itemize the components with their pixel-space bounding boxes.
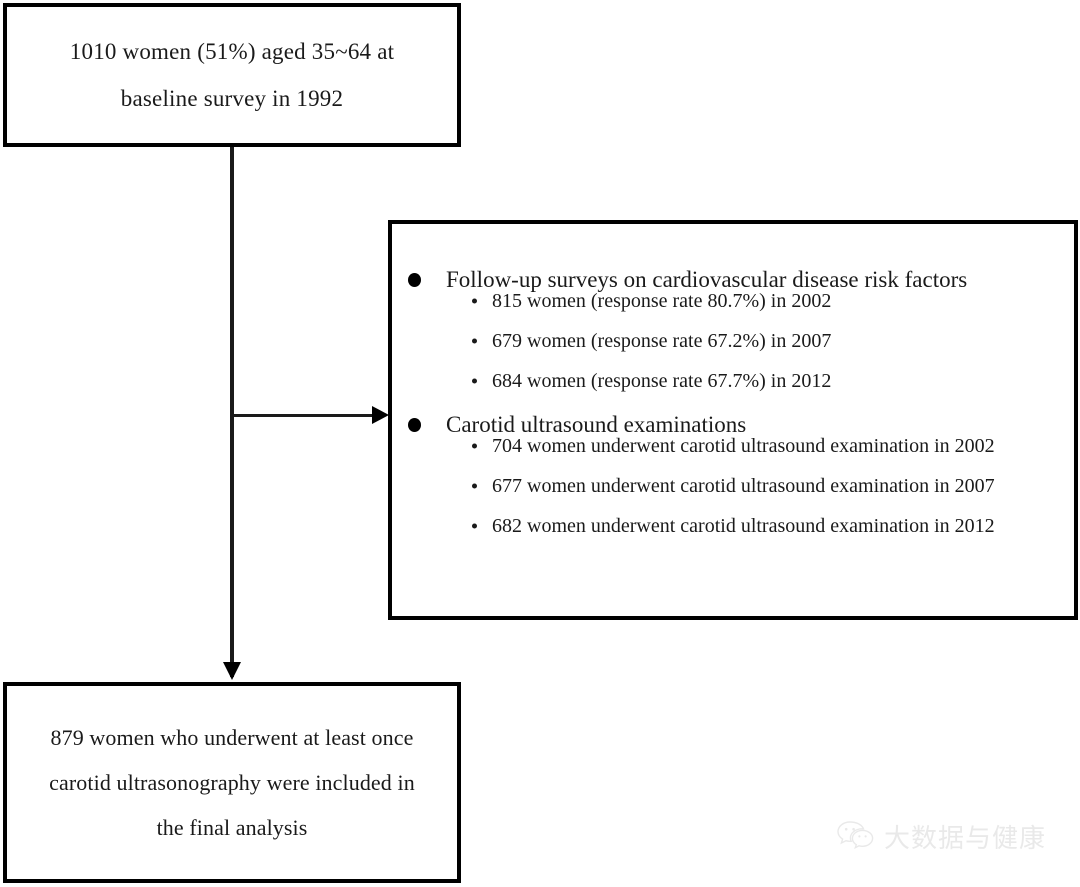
list-item: 815 women (response rate 80.7%) in 2002 <box>392 291 1074 311</box>
list-item: 684 women (response rate 67.7%) in 2012 <box>392 371 1074 391</box>
list-item-label: 684 women (response rate 67.7%) in 2012 <box>492 370 832 392</box>
list-item: 677 women underwent carotid ultrasound e… <box>392 476 1074 496</box>
final-line-1: 879 women who underwent at least once <box>50 724 414 750</box>
final-analysis-box: 879 women who underwent at least once ca… <box>3 682 461 883</box>
baseline-cohort-box: 1010 women (51%) aged 35~64 at baseline … <box>3 3 461 147</box>
watermark: 大数据与健康 <box>836 818 1046 855</box>
sub-bullet-icon <box>472 338 477 344</box>
final-line-3: the final analysis <box>156 814 308 840</box>
list-item-label: 677 women underwent carotid ultrasound e… <box>492 475 995 497</box>
list-item-label: 679 women (response rate 67.2%) in 2007 <box>492 330 832 352</box>
list-item-label: 704 women underwent carotid ultrasound e… <box>492 435 995 457</box>
list-item: 679 women (response rate 67.2%) in 2007 <box>392 331 1074 351</box>
arrow-right-icon <box>372 406 389 424</box>
vertical-connector-line <box>230 147 234 677</box>
sub-bullet-icon <box>472 523 477 529</box>
final-line-2: carotid ultrasonography were included in <box>49 769 415 795</box>
bullet-icon <box>408 417 421 432</box>
wechat-icon <box>836 819 876 854</box>
group-heading-label: Follow-up surveys on cardiovascular dise… <box>446 267 968 292</box>
followup-group-surveys: Follow-up surveys on cardiovascular dise… <box>392 268 1074 391</box>
watermark-text: 大数据与健康 <box>884 824 1047 854</box>
baseline-line-2: baseline survey in 1992 <box>120 86 344 111</box>
list-item: 682 women underwent carotid ultrasound e… <box>392 516 1074 536</box>
list-item-label: 815 women (response rate 80.7%) in 2002 <box>492 290 832 312</box>
sub-bullet-icon <box>472 483 477 489</box>
sub-bullet-icon <box>472 298 477 304</box>
group-heading: Follow-up surveys on cardiovascular dise… <box>392 268 1074 291</box>
arrow-down-icon <box>223 662 241 680</box>
followup-surveys-box: Follow-up surveys on cardiovascular dise… <box>388 220 1078 620</box>
bullet-icon <box>408 272 421 287</box>
horizontal-connector-line <box>232 414 382 417</box>
sub-bullet-icon <box>472 443 477 449</box>
list-item: 704 women underwent carotid ultrasound e… <box>392 436 1074 456</box>
followup-group-ultrasound: Carotid ultrasound examinations 704 wome… <box>392 413 1074 536</box>
group-heading: Carotid ultrasound examinations <box>392 413 1074 436</box>
list-item-label: 682 women underwent carotid ultrasound e… <box>492 515 995 537</box>
group-heading-label: Carotid ultrasound examinations <box>446 412 747 437</box>
baseline-line-1: 1010 women (51%) aged 35~64 at <box>69 39 395 64</box>
sub-bullet-icon <box>472 378 477 384</box>
